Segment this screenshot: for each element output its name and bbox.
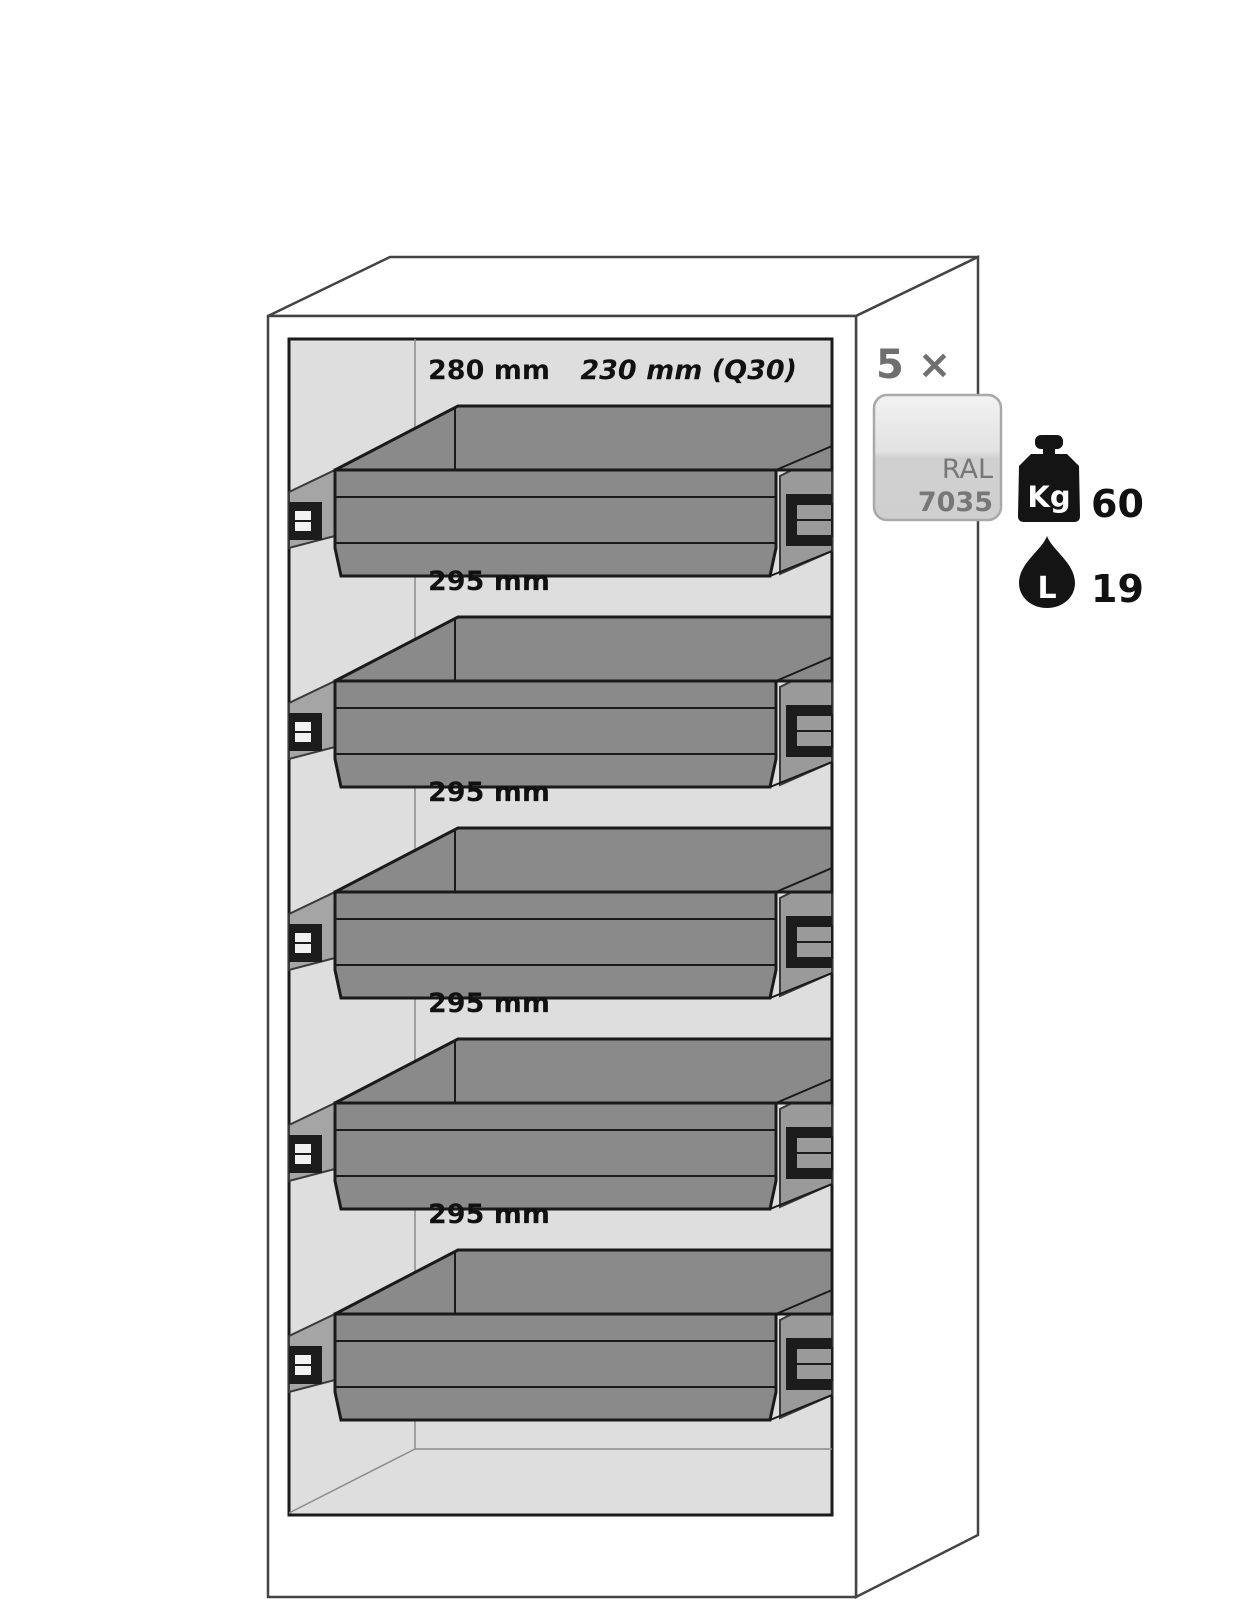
shelf-height-label: 295 mm	[428, 777, 550, 808]
ral-code: 7035	[918, 487, 993, 518]
ral-label: RAL	[942, 454, 993, 485]
shelf-height-label: 295 mm	[428, 1199, 550, 1230]
shelf-height-q30-label: 230 mm (Q30)	[580, 355, 797, 386]
volume-value: 19	[1091, 567, 1144, 611]
shelf-tray	[288, 1248, 834, 1422]
shelf-tray	[288, 826, 834, 1000]
shelf-trays	[288, 404, 834, 1422]
shelf-tray	[288, 615, 834, 789]
weight-icon-text: Kg	[1027, 480, 1070, 514]
weight-icon: Kg	[1018, 435, 1080, 522]
shelf-tray	[288, 404, 834, 578]
shelf-height-label: 295 mm	[428, 988, 550, 1019]
shelf-tray	[288, 1037, 834, 1211]
ral-color-swatch: RAL 7035	[872, 393, 1003, 522]
drop-icon: L	[1019, 536, 1075, 608]
shelf-labels: 280 mm 230 mm (Q30) 295 mm 295 mm 295 mm 295 …	[428, 355, 797, 1230]
drop-icon-text: L	[1037, 571, 1056, 606]
tray-quantity: 5 ×	[876, 342, 951, 388]
weight-value: 60	[1091, 482, 1144, 526]
shelf-height-label: 280 mm	[428, 355, 550, 386]
shelf-height-label: 295 mm	[428, 566, 550, 597]
